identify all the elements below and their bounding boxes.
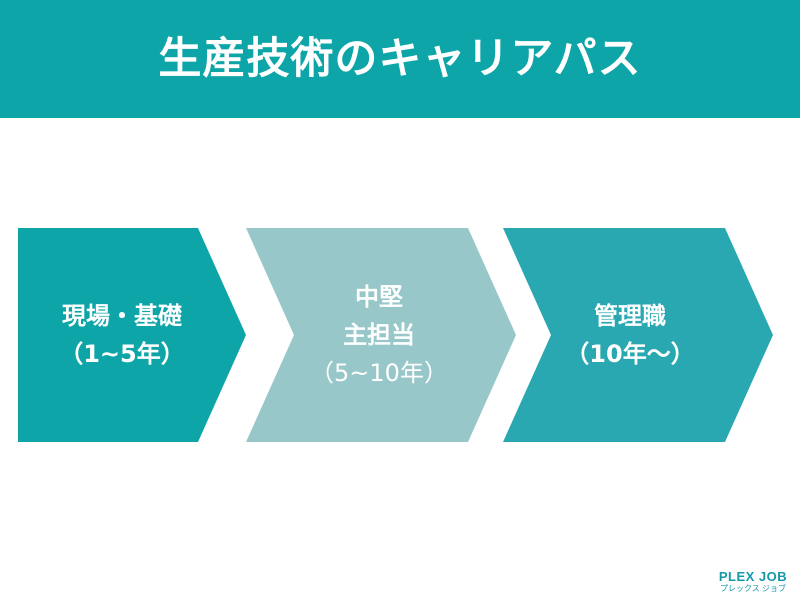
- step-3-text: 管理職 （10年〜）: [503, 228, 773, 442]
- plex-job-logo: PLEX JOB プレックス ジョブ: [708, 570, 798, 594]
- step-1-text: 現場・基礎 （1~5年）: [18, 228, 246, 442]
- step-1-label: 現場・基礎: [62, 302, 182, 330]
- step-1-arrow-shape: [18, 228, 246, 442]
- step-2-label-line-2: 主担当: [343, 321, 415, 349]
- step-2-text: 中堅 主担当 （5~10年）: [246, 228, 516, 442]
- step-3-arrow-shape: [503, 228, 773, 442]
- career-step-3: 管理職 （10年〜）: [503, 228, 773, 442]
- step-3-label: 管理職: [594, 302, 666, 330]
- logo-main-text: PLEX JOB: [718, 569, 788, 584]
- bottom-area: [0, 560, 800, 600]
- step-2-label-line-1: 中堅: [355, 283, 403, 311]
- step-2-arrow-shape: [246, 228, 516, 442]
- step-1-duration: （1~5年）: [59, 340, 185, 368]
- logo-sub-text: プレックス ジョブ: [720, 584, 786, 593]
- career-step-2: 中堅 主担当 （5~10年）: [246, 228, 516, 442]
- page-title: 生産技術のキャリアパス: [158, 34, 642, 84]
- step-2-duration: （5~10年）: [310, 359, 448, 387]
- step-3-duration: （10年〜）: [565, 340, 695, 368]
- career-step-1: 現場・基礎 （1~5年）: [18, 228, 246, 442]
